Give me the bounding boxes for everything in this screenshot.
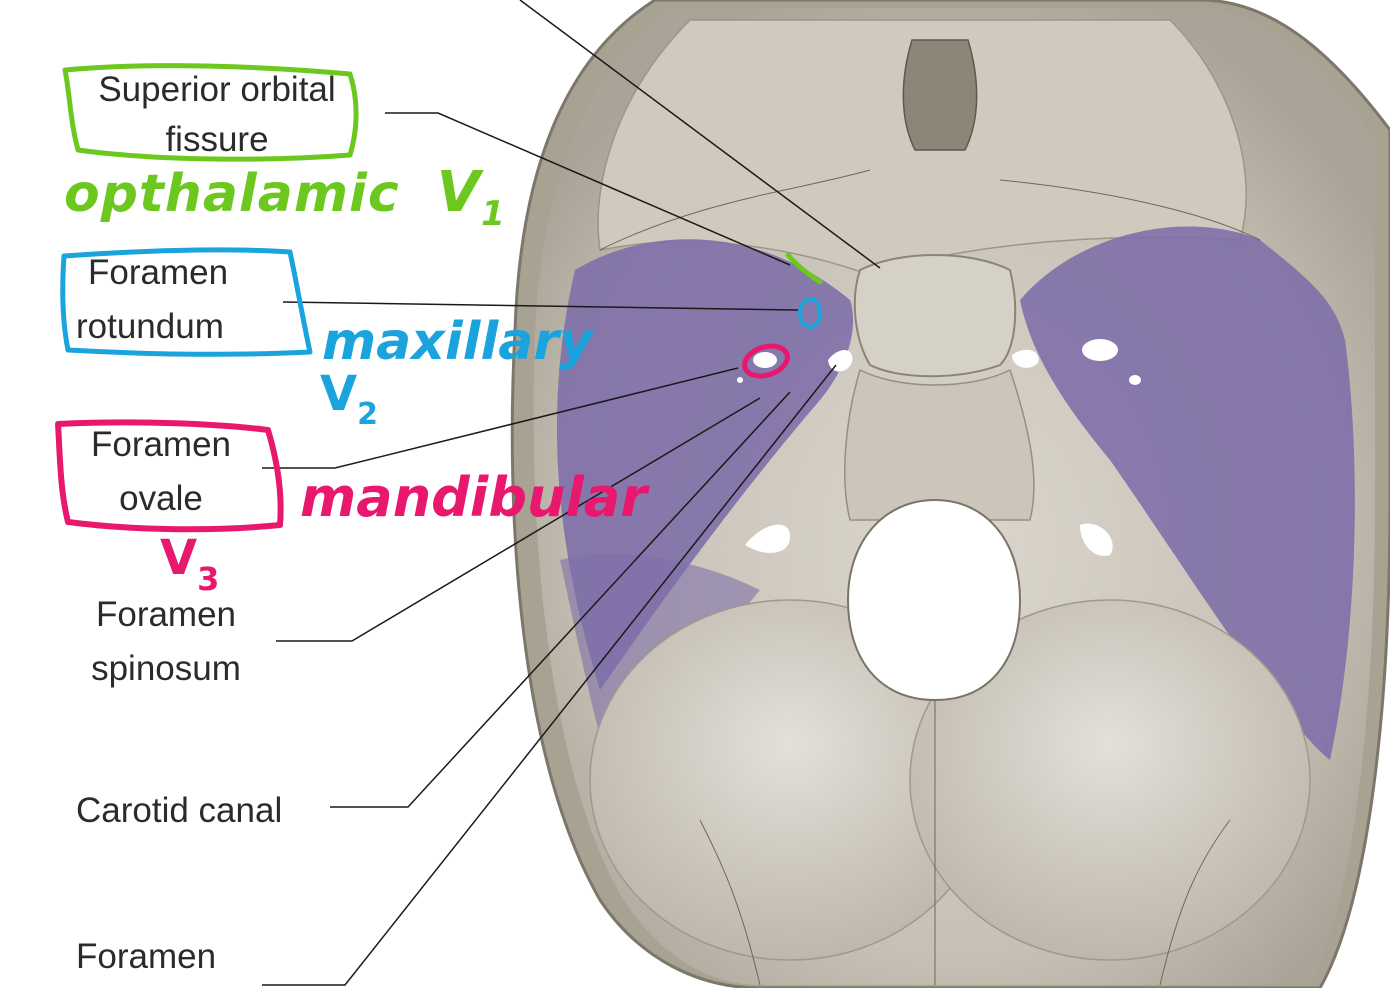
foramen-magnum — [846, 498, 1022, 702]
foramen-ovale-right — [1082, 339, 1118, 361]
label-carotid-canal-text: Carotid canal — [76, 791, 283, 830]
annotation-v1-letter: V — [436, 160, 482, 225]
annotation-v1-sub: 1 — [481, 194, 506, 234]
leader-lines — [262, 0, 881, 986]
maxillary-mark — [798, 297, 822, 329]
label-foramen-spinosum-line1: Foramen — [95, 595, 237, 634]
label-foramen-spinosum: Foramen spinosum — [76, 588, 256, 696]
foramen-ovale-left — [753, 352, 777, 368]
superior-orbital-fissure-box — [62, 63, 359, 162]
annotation-v1: V1 — [437, 160, 506, 234]
label-foramen-ovale-line1: Foramen — [90, 425, 232, 464]
annotation-mandibular-text: mandibular — [300, 466, 647, 529]
ophthalmic-mark — [785, 252, 823, 285]
foramen-rotundum-box — [60, 247, 313, 357]
label-foramen-rotundum-line2: rotundum — [76, 307, 224, 346]
jugular-foramen-right — [1080, 523, 1113, 556]
label-foramen-bottom: Foramen — [76, 930, 216, 984]
annotation-ophthalmic: opthalamic V1 — [64, 160, 506, 234]
sella-turcica — [853, 254, 1017, 378]
label-foramen-ovale-line2: ovale — [119, 479, 203, 518]
annotation-ophthalmic-text: opthalamic — [64, 164, 400, 224]
mandibular-mark — [742, 343, 790, 379]
label-foramen-ovale: Foramen ovale — [76, 418, 246, 526]
cribriform-plate — [902, 39, 978, 151]
jugular-foramen-left — [745, 524, 791, 553]
annotation-v2-sub: 2 — [357, 397, 379, 432]
label-foramen-rotundum: Foramen rotundum — [76, 246, 228, 354]
clivus — [844, 368, 1035, 521]
annotation-mandibular: mandibular — [300, 466, 647, 529]
label-superior-orbital-fissure-line2: fissure — [165, 120, 269, 159]
label-superior-orbital-fissure: Superior orbital fissure — [76, 64, 358, 164]
annotation-v3-sub: 3 — [197, 560, 220, 598]
label-foramen-spinosum-line2: spinosum — [91, 649, 241, 688]
foramen-spinosum-right — [1129, 375, 1141, 385]
label-foramen-rotundum-line1: Foramen — [88, 253, 229, 292]
carotid-canal-right — [1012, 349, 1039, 368]
foramen-spinosum-left — [737, 377, 743, 383]
label-carotid-canal: Carotid canal — [76, 784, 282, 838]
posterior-fossa-right — [909, 599, 1311, 961]
annotation-maxillary: maxillary — [322, 312, 593, 372]
annotation-v3-letter: V — [160, 530, 198, 586]
annotation-v3: V3 — [160, 530, 219, 598]
label-foramen-bottom-text: Foramen — [76, 937, 217, 976]
foramen-ovale-box — [55, 419, 284, 533]
annotation-v2: V2 — [320, 366, 378, 432]
annotation-maxillary-text: maxillary — [322, 312, 593, 372]
carotid-canal-left — [828, 350, 853, 372]
suture-lines — [599, 169, 1261, 986]
annotation-v2-letter: V — [320, 366, 358, 422]
label-superior-orbital-fissure-line1: Superior orbital — [98, 70, 336, 109]
